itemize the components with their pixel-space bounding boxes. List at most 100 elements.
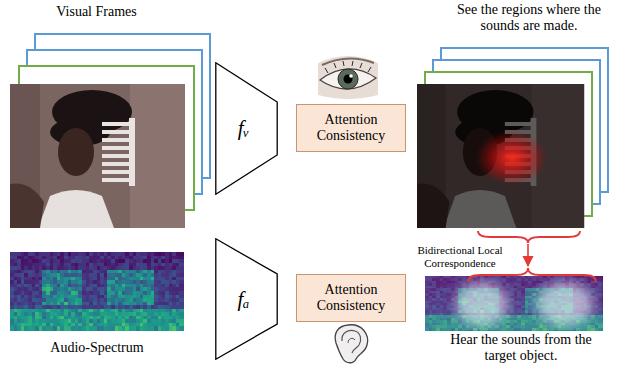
spectrogram-cell (53, 273, 57, 277)
spectrogram-cell (158, 263, 162, 267)
spectrogram-cell (24, 291, 28, 295)
spectrogram-cell (39, 287, 43, 291)
spectrogram-cell (42, 309, 46, 313)
spectrogram-cell (125, 266, 129, 270)
spectrogram-cell (125, 252, 129, 256)
spectrogram-cell (50, 319, 54, 323)
spectrogram-cell (93, 291, 97, 295)
spectrogram-cell (64, 270, 68, 274)
spectrogram-cell (154, 266, 158, 270)
spectrogram-cell (53, 252, 57, 256)
spectrogram-cell (115, 316, 119, 320)
spectrogram-cell (42, 326, 46, 330)
spectrogram-cell (154, 298, 158, 302)
spectrogram-cell (75, 295, 79, 299)
spectrogram-cell (169, 319, 173, 323)
spectrogram-cell (158, 287, 162, 291)
spectrogram-cell (75, 284, 79, 288)
spectrogram-cell (172, 316, 176, 320)
spectrogram-cell (104, 291, 108, 295)
spectrogram-cell (93, 266, 97, 270)
spectrogram-cell (122, 259, 126, 263)
spectrogram-cell (57, 287, 61, 291)
spectrogram-cell (78, 277, 82, 281)
spectrogram-cell (17, 256, 21, 260)
spectrogram-cell (129, 252, 133, 256)
spectrogram-cell (21, 291, 25, 295)
spectrogram-cell (21, 326, 25, 330)
spectrogram-cell (32, 284, 36, 288)
spectrogram-cell (122, 305, 126, 309)
spectrogram-cell (118, 305, 122, 309)
spectrogram-cell (179, 326, 183, 330)
spectrogram-cell (28, 277, 32, 281)
spectrogram-cell (28, 312, 32, 316)
spectrogram-cell (86, 309, 90, 313)
spectrogram-cell (176, 309, 180, 313)
spectrogram-cell (24, 259, 28, 263)
spectrogram-cell (115, 263, 119, 267)
spectrogram-cell (172, 305, 176, 309)
spectrogram-cell (140, 302, 144, 306)
spectrogram-cell (165, 326, 169, 330)
spectrogram-cell (35, 302, 39, 306)
spectrogram-cell (129, 302, 133, 306)
spectrogram-cell (14, 273, 18, 277)
spectrogram-cell (154, 302, 158, 306)
spectrogram-cell (133, 266, 137, 270)
spectrogram-cell (147, 305, 151, 309)
spectrogram-cell (104, 309, 108, 313)
spectrogram-cell (50, 256, 54, 260)
spectrogram-cell (46, 259, 50, 263)
spectrogram-cell (39, 256, 43, 260)
spectrogram-cell (176, 287, 180, 291)
spectrogram-cell (14, 309, 18, 313)
spectrogram-cell (78, 252, 82, 256)
spectrogram-cell (93, 287, 97, 291)
spectrogram-cell (46, 256, 50, 260)
spectrogram-cell (82, 284, 86, 288)
spectrogram-cell (46, 291, 50, 295)
spectrogram-cell (89, 316, 93, 320)
spectrogram-cell (46, 270, 50, 274)
spectrogram-cell (78, 312, 82, 316)
spectrogram-cell (78, 323, 82, 327)
spectrogram-cell (21, 259, 25, 263)
spectrogram-cell (151, 252, 155, 256)
spectrogram-cell (68, 319, 72, 323)
spectrogram-cell (169, 312, 173, 316)
spectrogram-cell (172, 277, 176, 281)
spectrogram-cell (39, 309, 43, 313)
spectrogram-cell (57, 316, 61, 320)
spectrogram-cell (24, 305, 28, 309)
spectrogram-cell (14, 259, 18, 263)
spectrogram-cell (86, 252, 90, 256)
spectrogram-cell (89, 270, 93, 274)
spectrogram-cell (165, 319, 169, 323)
spectrogram-cell (97, 270, 101, 274)
spectrogram-cell (57, 259, 61, 263)
spectrogram-cell (39, 273, 43, 277)
spectrogram-cell (136, 284, 140, 288)
spectrogram-cell (50, 273, 54, 277)
spectrogram-cell (154, 305, 158, 309)
spectrogram-cell (64, 323, 68, 327)
spectrogram-cell (118, 316, 122, 320)
spectrogram-cell (17, 316, 21, 320)
spectrogram-cell (97, 252, 101, 256)
spectrogram-cell (39, 316, 43, 320)
spectrogram-cell (165, 280, 169, 284)
spectrogram-cell (10, 316, 14, 320)
spectrogram-cell (176, 298, 180, 302)
spectrogram-cell (129, 309, 133, 313)
spectrogram-cell (53, 266, 57, 270)
spectrogram-cell (78, 263, 82, 267)
spectrogram-cell (147, 326, 151, 330)
spectrogram-cell (89, 277, 93, 281)
spectrogram-cell (28, 291, 32, 295)
spectrogram-cell (136, 256, 140, 260)
spectrogram-cell (42, 259, 46, 263)
spectrogram-cell (86, 280, 90, 284)
spectrogram-cell (179, 284, 183, 288)
